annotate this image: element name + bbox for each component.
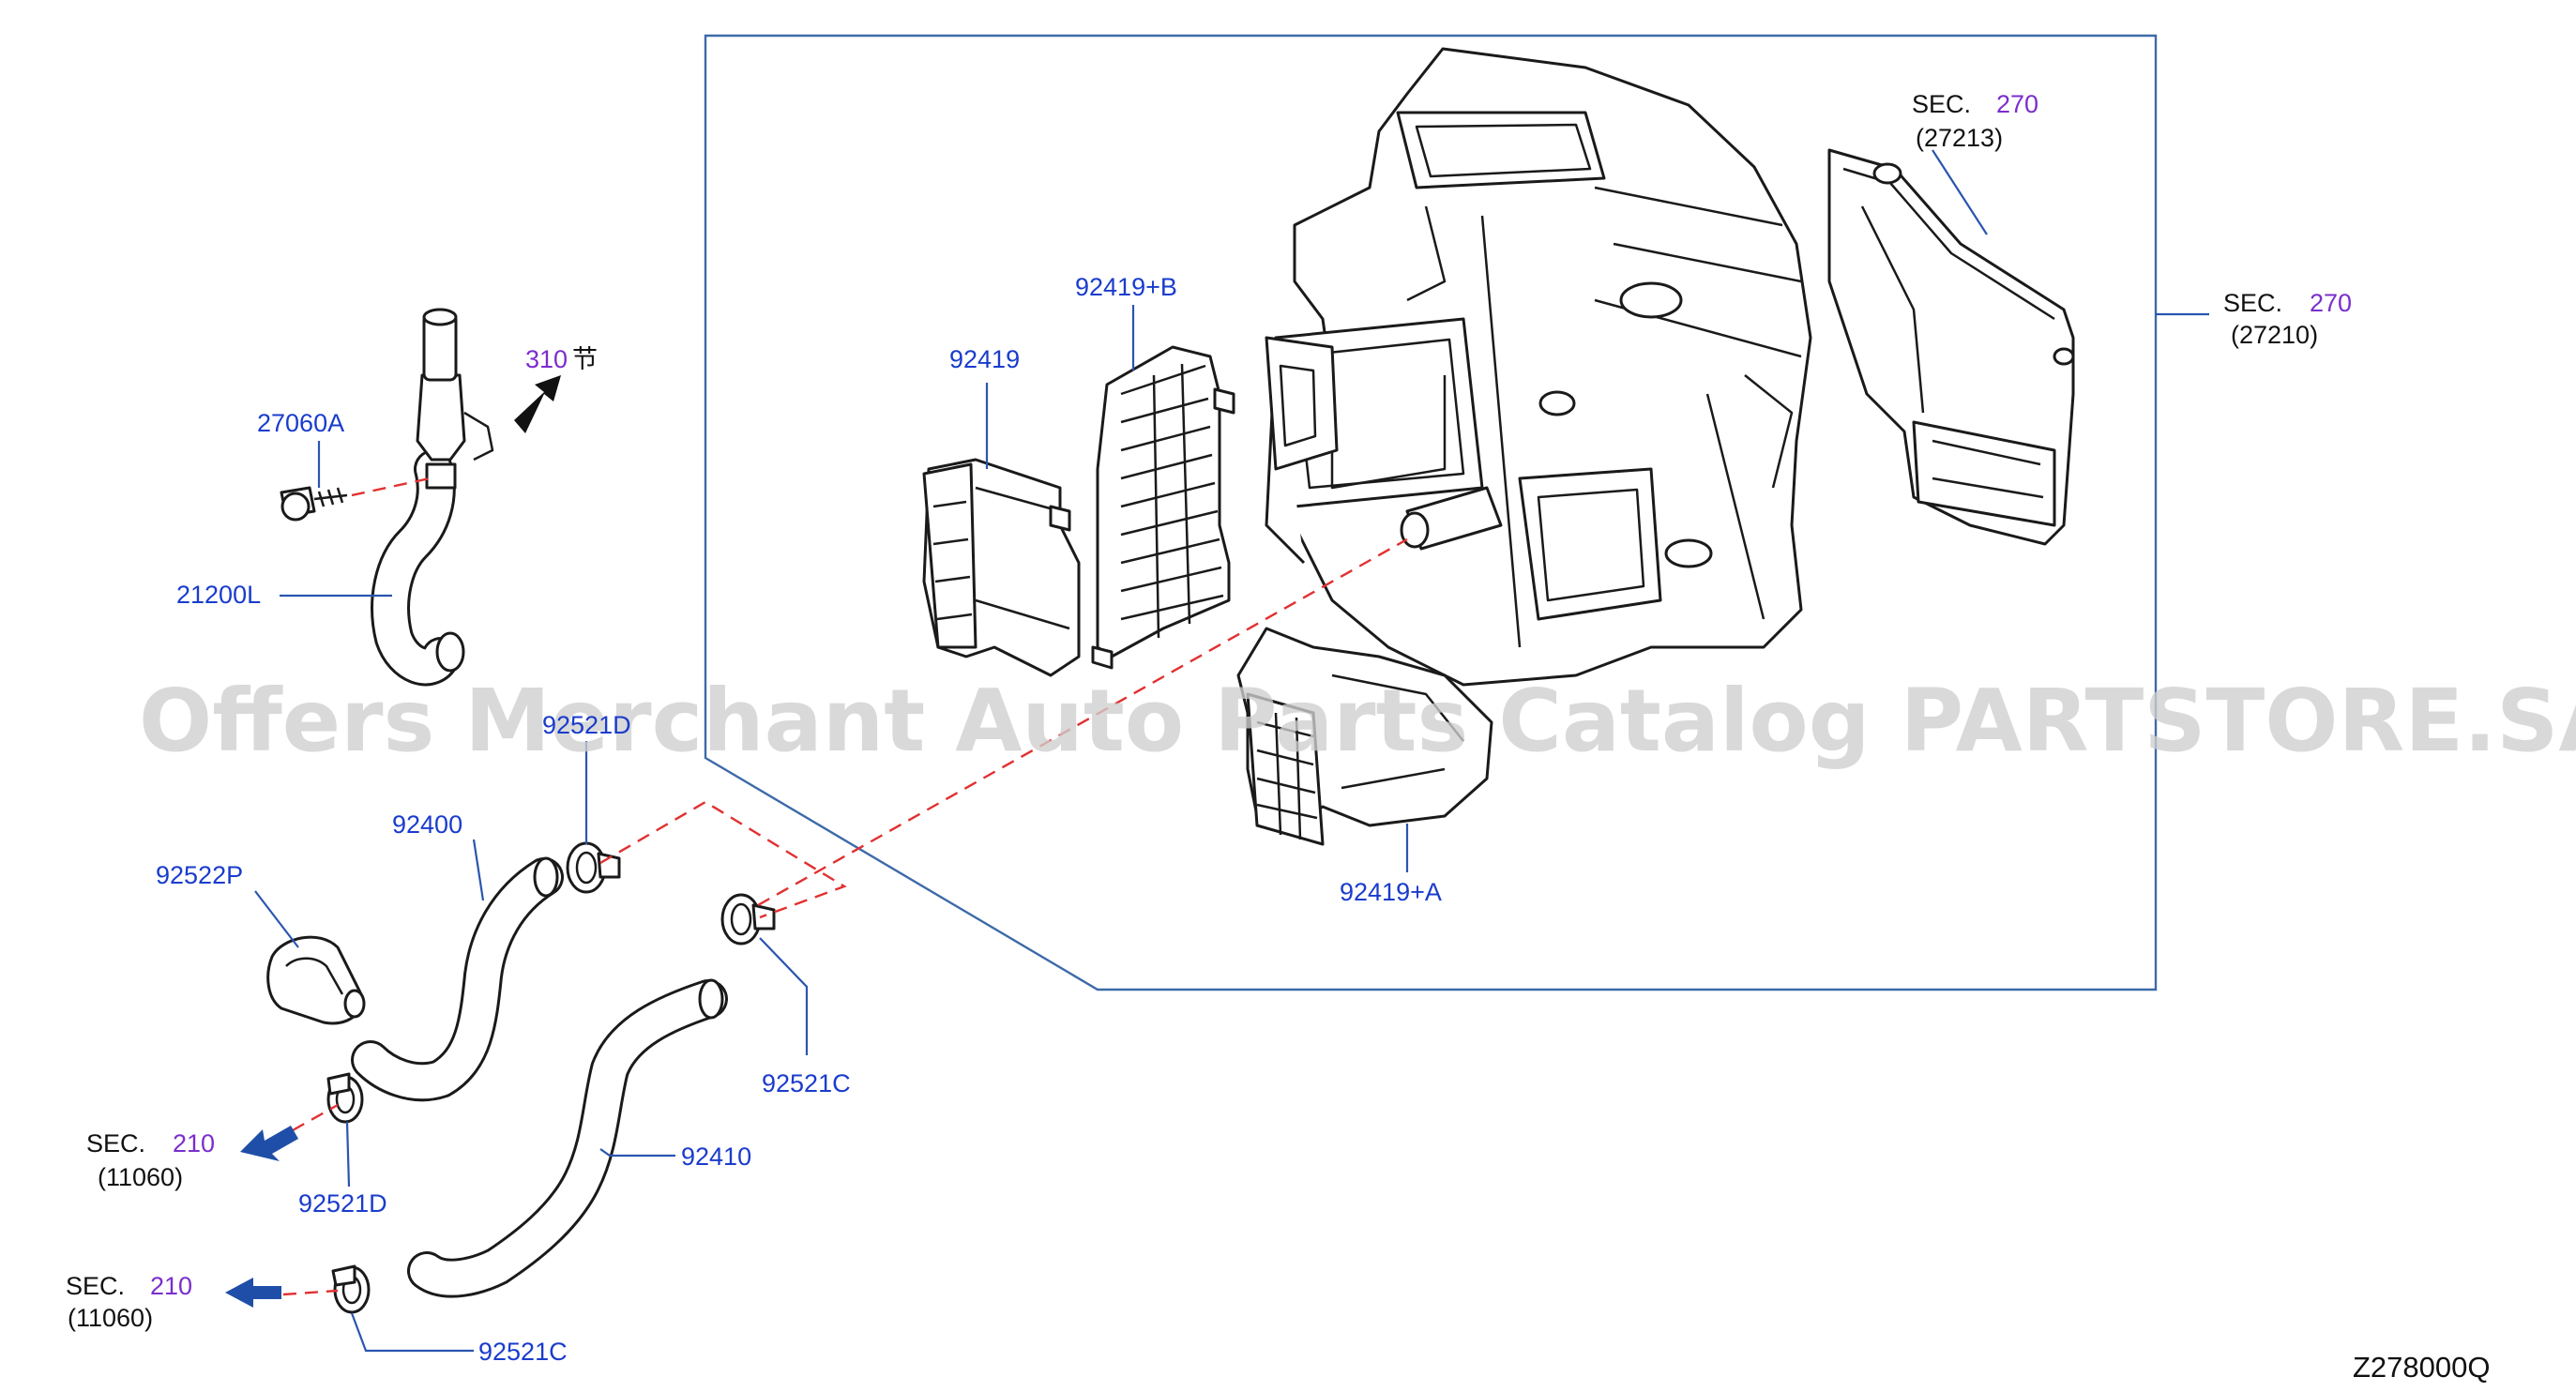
leader-27213 — [1932, 149, 1988, 235]
label-92521D-partial: 92521D — [542, 711, 631, 739]
duct-92419-drawing — [922, 458, 1081, 677]
leader-92400 — [472, 839, 485, 901]
label-92521C-upper: 92521C — [762, 1069, 851, 1097]
label-310: 310 — [525, 345, 568, 373]
sec-right-upper-prefix: SEC. — [1912, 90, 1971, 118]
cover-92419B-drawing — [1091, 345, 1235, 670]
hose-92410-drawing — [407, 978, 728, 1298]
arrow-left-blue-icon-lower — [225, 1278, 281, 1308]
leader-92521C-upper — [759, 937, 809, 1055]
watermark: Offers Merchant Auto Parts Catalog PARTS… — [139, 671, 2576, 771]
dash-bolt-to-hose — [351, 477, 431, 497]
dash-sec210-upper — [292, 1103, 339, 1132]
sec-right-mid-number: 270 — [2310, 289, 2352, 317]
dash-sec210-lower — [282, 1289, 339, 1296]
clamp-92521C-lower-drawing — [331, 1264, 371, 1314]
leader-92410 — [599, 1148, 675, 1157]
clamp-92521C-upper-drawing — [720, 893, 776, 946]
label-21200L: 21200L — [176, 581, 261, 609]
label-92419B: 92419+B — [1075, 273, 1177, 301]
clamp-92521D-lower-drawing — [326, 1072, 364, 1124]
label-92400: 92400 — [392, 810, 462, 839]
sec-left-upper-ref: (11060) — [98, 1163, 183, 1191]
leader-92521C-lower — [350, 1312, 474, 1353]
grommet-92522P-drawing — [266, 935, 366, 1025]
label-92521D: 92521D — [298, 1189, 387, 1218]
hose-21200L-drawing — [280, 308, 494, 687]
duct-92419A-drawing — [1236, 627, 1493, 846]
leader-92521D — [345, 1121, 351, 1188]
label-92410: 92410 — [681, 1142, 751, 1171]
label-92419A: 92419+A — [1340, 878, 1442, 906]
sec-left-upper-number: 210 — [173, 1129, 215, 1157]
sec-left-lower-ref: (11060) — [68, 1304, 153, 1332]
hose-92400-drawing — [351, 856, 564, 1102]
duct-27213-drawing — [1827, 148, 2075, 546]
sec-left-upper-prefix: SEC. — [86, 1129, 145, 1157]
dash-92400-to-92410 — [599, 800, 847, 919]
assembly-frame — [704, 34, 2158, 991]
sec-right-upper-number: 270 — [1996, 90, 2038, 118]
heater-unit-drawing — [1265, 47, 1812, 687]
label-310-glyph: 节 — [572, 345, 598, 373]
sec-right-upper-ref: (27213) — [1916, 124, 2003, 152]
arrow-left-blue-icon-upper — [240, 1126, 298, 1161]
clamp-92521D-upper-drawing — [566, 841, 621, 894]
leader-92522P — [254, 890, 299, 948]
label-92419: 92419 — [949, 345, 1020, 373]
sec-left-lower-number: 210 — [150, 1272, 192, 1300]
label-92521C-lower: 92521C — [478, 1338, 568, 1366]
dash-clamp-to-core — [757, 537, 1408, 907]
label-92522P: 92522P — [156, 861, 243, 889]
diagram-code: Z278000Q — [2353, 1351, 2491, 1384]
sec-left-lower-prefix: SEC. — [66, 1272, 125, 1300]
label-27060A: 27060A — [257, 409, 344, 437]
sec-right-mid-ref: (27210) — [2231, 321, 2318, 349]
arrow-up-right-icon — [514, 375, 561, 433]
sec-right-mid-prefix: SEC. — [2223, 289, 2282, 317]
